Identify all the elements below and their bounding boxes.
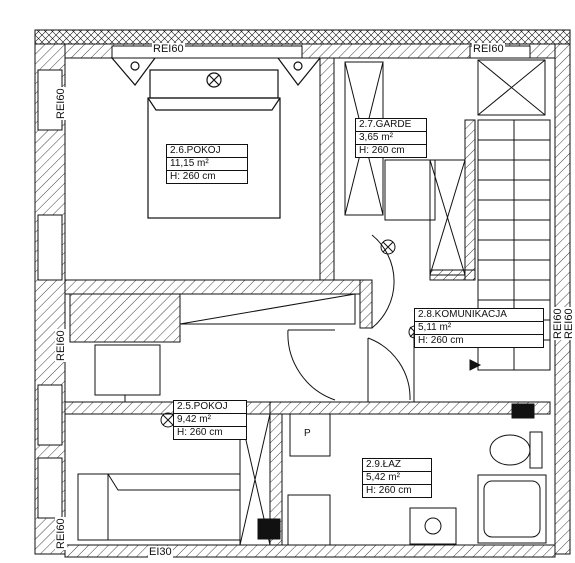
room-height: H: 260 cm (174, 426, 246, 439)
room-height: H: 260 cm (167, 170, 247, 183)
room-area: 9,42 m² (174, 413, 246, 426)
room-name: 2.8.KOMUNIKACJA (418, 309, 507, 320)
doors (287, 234, 422, 402)
wall-rating-left-middle: REI60 (55, 329, 67, 362)
room-area: 5,42 m² (363, 471, 431, 484)
wall-rating-bottom: EI30 (148, 546, 173, 558)
room-name: 2.9.ŁAZ (366, 459, 402, 470)
room-label-2-5: 2.5.POKÓJ 9,42 m² H: 260 cm (173, 400, 247, 440)
room-height: H: 260 cm (415, 334, 543, 347)
bed-2-6 (111, 57, 321, 219)
wall-rating-top-left: REI60 (152, 43, 185, 55)
room-name: 2.7.GARDE (359, 119, 412, 130)
room-area: 3,65 m² (356, 131, 426, 144)
room-name: 2.6.POKÓJ (170, 145, 221, 156)
wardrobe-2-7 (344, 61, 466, 276)
staircase (413, 59, 551, 402)
wall-rating-left-lower: REI60 (55, 517, 67, 550)
outer-walls (34, 29, 571, 558)
room-label-2-8: 2.8.KOMUNIKACJA 5,11 m² H: 260 cm (414, 308, 544, 348)
wall-rating-top-right: REI60 (472, 43, 505, 55)
room-height: H: 260 cm (356, 144, 426, 157)
room-label-2-6: 2.6.POKÓJ 11,15 m² H: 260 cm (166, 144, 248, 184)
room-height: H: 260 cm (363, 484, 431, 497)
room-area: 11,15 m² (167, 157, 247, 170)
room-label-2-7: 2.7.GARDE 3,65 m² H: 260 cm (355, 118, 427, 158)
boiler-mark: P (303, 428, 312, 440)
wall-rating-right-edge: REI60 (563, 307, 575, 340)
furniture-2-5 (69, 293, 356, 546)
wall-rating-left-upper: REI60 (55, 87, 67, 120)
room-label-2-9: 2.9.ŁAZ 5,42 m² H: 260 cm (362, 458, 432, 498)
room-name: 2.5.POKÓJ (177, 401, 228, 412)
room-area: 5,11 m² (415, 321, 543, 334)
